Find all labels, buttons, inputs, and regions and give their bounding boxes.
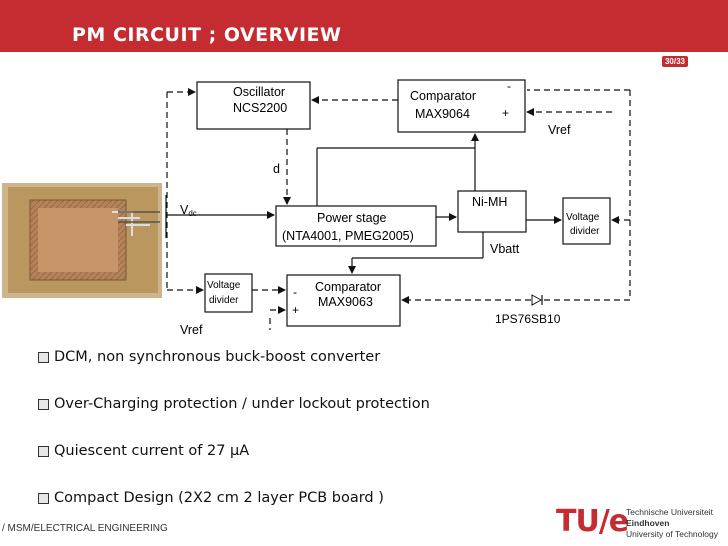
comparator-bottom-minus: - (293, 285, 297, 299)
slide-title: PM CIRCUIT ; OVERVIEW (72, 24, 342, 46)
comparator-bottom-name: Comparator (315, 280, 381, 294)
nimh-label: Ni-MH (472, 195, 507, 209)
oscillator-part: NCS2200 (233, 101, 287, 115)
bullet-item: Compact Design (2X2 cm 2 layer PCB board… (38, 487, 430, 509)
d-label: d (273, 162, 280, 176)
comparator-top-name: Comparator (410, 89, 476, 103)
oscillator-block (196, 81, 311, 130)
comparator-top-block (397, 79, 526, 133)
comparator-top-part: MAX9064 (415, 107, 470, 121)
vdc-label: Vdc (180, 203, 197, 218)
power-stage-block (275, 205, 437, 247)
checkbox-bullet-icon (38, 398, 49, 410)
voltage-divider-right-block (562, 197, 611, 245)
vbatt-label: Vbatt (490, 242, 520, 256)
signal-lines (165, 133, 562, 274)
voltage-divider-left-block (204, 273, 253, 313)
tue-logo-text: Technische Universiteit Eindhoven Univer… (626, 507, 718, 539)
checkbox-bullet-icon (38, 351, 49, 363)
comparator-bottom-part: MAX9063 (318, 295, 373, 309)
voltage-divider-left-line1: Voltage (207, 280, 241, 291)
power-stage-name: Power stage (317, 211, 387, 225)
bullet-item: Quiescent current of 27 μA (38, 440, 430, 462)
title-bar: PM CIRCUIT ; OVERVIEW (0, 0, 728, 52)
voltage-divider-left-line2: divider (209, 295, 239, 306)
checkbox-bullet-icon (38, 492, 49, 504)
bullet-item: DCM, non synchronous buck-boost converte… (38, 346, 430, 368)
tue-logo-mark: TU/e (556, 504, 629, 539)
diode-label: 1PS76SB10 (495, 312, 561, 326)
comparator-bottom-block (286, 274, 401, 327)
vref-top-label: Vref (548, 123, 571, 137)
voltage-divider-right-line2: divider (570, 226, 600, 237)
dashed-lines (166, 88, 631, 330)
comparator-bottom-plus: + (292, 303, 299, 317)
diode-symbol (531, 294, 543, 306)
vref-bottom-label: Vref (180, 323, 203, 337)
page-number: 30/33 (661, 56, 688, 67)
footer-department: / MSM/ELECTRICAL ENGINEERING (2, 523, 168, 534)
tue-logo: TU/e Technische Universiteit Eindhoven U… (556, 504, 726, 544)
checkbox-bullet-icon (38, 445, 49, 457)
bullet-list: DCM, non synchronous buck-boost converte… (38, 346, 430, 534)
voltage-divider-right-line1: Voltage (566, 212, 600, 223)
pcb-photo (2, 183, 162, 298)
bullet-item: Over-Charging protection / under lockout… (38, 393, 430, 415)
oscillator-name: Oscillator (233, 85, 285, 99)
power-stage-parts: (NTA4001, PMEG2005) (282, 229, 414, 243)
circuit-diagram: Oscillator NCS2200 Comparator MAX9064 - … (2, 79, 631, 337)
comparator-top-minus: - (507, 79, 511, 93)
nimh-block (457, 190, 527, 233)
comparator-top-plus: + (502, 106, 509, 120)
